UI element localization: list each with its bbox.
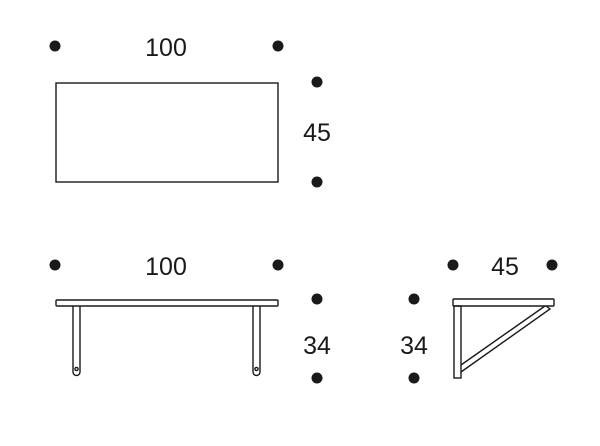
tabletop-outline [55,82,279,183]
depth-marker-bottom-dot [311,176,323,188]
front-left-leg [72,306,81,377]
front-width-marker-left-dot [49,259,61,271]
side-height-marker-top-dot [408,293,420,305]
side-view: 34 45 [400,253,558,384]
front-view: 100 34 [49,253,331,384]
front-width-marker-right-dot [272,259,284,271]
side-bracket [460,305,552,373]
width-marker-right-dot [272,40,284,52]
front-right-leg [252,306,261,377]
front-view-width-label: 100 [145,253,187,281]
side-view-depth-label: 45 [491,253,519,281]
width-marker-left-dot [49,40,61,52]
front-height-marker-top-dot [311,293,323,305]
front-height-marker-bottom-dot [311,372,323,384]
side-tabletop [452,298,555,307]
depth-marker-top-dot [311,76,323,88]
top-view-width-label: 100 [145,34,187,62]
side-view-height-label: 34 [400,332,428,360]
side-height-marker-bottom-dot [408,372,420,384]
side-leg [453,305,462,379]
side-depth-marker-left-dot [447,259,459,271]
top-view: 100 45 [49,34,331,188]
top-view-depth-label: 45 [303,119,331,147]
front-view-height-label: 34 [303,332,331,360]
side-depth-marker-right-dot [546,259,558,271]
front-tabletop [55,299,279,307]
